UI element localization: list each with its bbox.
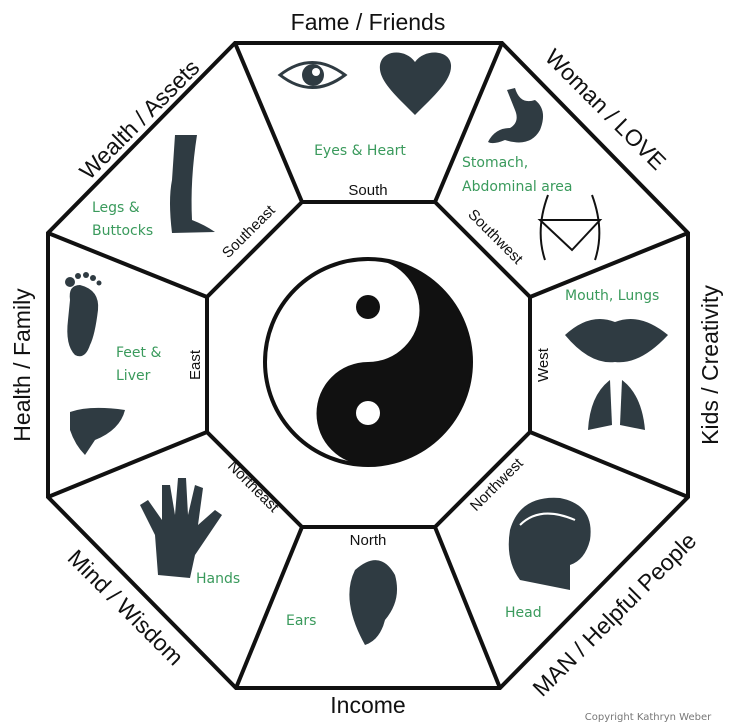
direction-south: South	[348, 182, 387, 199]
leg-icon	[170, 135, 215, 233]
foot-icon	[67, 285, 99, 357]
toes-icon	[65, 272, 102, 287]
body-south: Eyes & Heart	[314, 143, 406, 159]
body-southeast-2: Buttocks	[92, 223, 153, 239]
direction-southwest: Southwest	[464, 206, 526, 268]
eye-icon	[277, 61, 348, 89]
area-east-label: Health / Family	[9, 288, 35, 442]
body-southeast-1: Legs &	[92, 200, 140, 216]
area-west-label: Kids / Creativity	[697, 285, 723, 445]
yin-yang-icon	[263, 257, 473, 467]
body-west: Mouth, Lungs	[565, 288, 659, 304]
head-icon	[508, 497, 591, 590]
body-northwest: Head	[505, 605, 542, 621]
direction-west: West	[535, 347, 552, 382]
heart-icon	[379, 52, 452, 115]
ear-icon	[349, 560, 398, 645]
octagon-frame	[46, 41, 690, 690]
lips-icon	[565, 318, 668, 363]
direction-north: North	[350, 532, 387, 549]
area-southwest-label: Woman / LOVE	[540, 44, 671, 175]
direction-east: East	[187, 349, 204, 380]
body-southwest-1: Stomach,	[462, 155, 528, 171]
copyright-text: Copyright Kathryn Weber	[585, 712, 712, 723]
area-south-label: Fame / Friends	[291, 9, 446, 35]
body-southwest-2: Abdominal area	[462, 179, 572, 195]
direction-northeast: Northeast	[224, 458, 283, 517]
lungs-icon	[588, 380, 645, 430]
liver-icon	[70, 407, 125, 455]
body-north: Ears	[286, 613, 316, 629]
body-east-2: Liver	[116, 368, 151, 384]
body-east-1: Feet &	[116, 345, 161, 361]
stomach-icon	[488, 88, 544, 144]
body-northeast: Hands	[196, 571, 240, 587]
area-north-label: Income	[330, 692, 405, 718]
abdomen-icon	[537, 194, 603, 261]
hand-icon	[140, 478, 222, 578]
